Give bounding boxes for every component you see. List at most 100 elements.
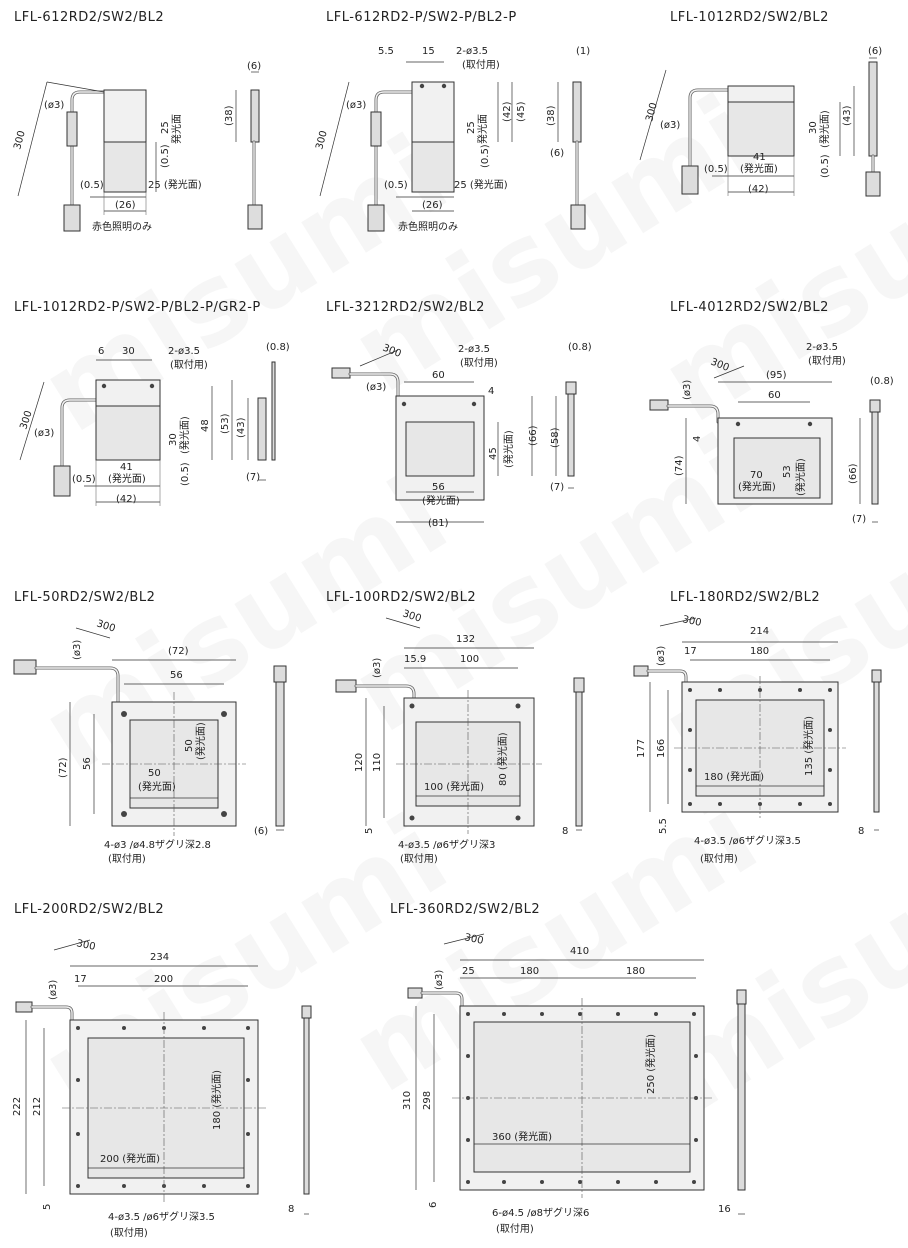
- drawing-lfl-612rd2-p: LFL-612RD2-P/SW2-P/BL2-P 5.5 15 2-ø3.5 (…: [302, 0, 612, 290]
- dim-label: 53: [782, 465, 793, 478]
- dim-label: (発光面): [502, 430, 515, 468]
- dim-label: (1): [576, 46, 590, 57]
- dim-label: (0.5): [160, 144, 171, 168]
- dim-label: (42): [748, 184, 769, 195]
- dim-label: (発光面): [738, 480, 776, 493]
- dim-label: 6: [428, 1202, 439, 1208]
- dim-label: (発光面): [108, 472, 146, 485]
- dim-label: 41: [120, 462, 133, 473]
- dim-label: (38): [224, 105, 235, 126]
- dim-label: 166: [656, 739, 667, 758]
- dim-label: (43): [236, 417, 247, 438]
- dim-label: (取付用): [462, 58, 500, 71]
- dim-label: 2-ø3.5: [456, 46, 488, 57]
- dim-label: 4-ø3.5 /ø6ザグリ深3: [398, 838, 495, 851]
- dim-label: 4-ø3 /ø4.8ザグリ深2.8: [104, 838, 211, 851]
- dim-label: (取付用): [496, 1222, 534, 1235]
- dim-label: (ø3): [366, 382, 386, 393]
- drawing-lfl-180rd2: LFL-180RD2/SW2/BL2 300 214 (ø3) 17 180 1…: [610, 580, 908, 890]
- drawing-title: LFL-180RD2/SW2/BL2: [670, 590, 821, 605]
- dim-label: 50: [148, 768, 161, 779]
- dim-label: 300: [18, 409, 34, 431]
- drawing-lfl-612rd2: LFL-612RD2/SW2/BL2 300 (ø3) 25 発光面 (38) …: [0, 0, 300, 290]
- drawing-svg: 300 234 (ø3) 17 200 222 212 180 (発光面) 20…: [12, 938, 312, 1239]
- dim-label: (42): [502, 101, 513, 122]
- dim-label: 4: [488, 386, 494, 397]
- dim-label: 310: [402, 1091, 413, 1110]
- dim-label: (発光面): [818, 110, 831, 148]
- dim-label: (0.5): [180, 462, 191, 486]
- dim-label: 2-ø3.5: [168, 346, 200, 357]
- dim-label: 100: [460, 654, 479, 665]
- drawing-lfl-1012rd2: LFL-1012RD2/SW2/BL2 (6) 300 (ø3) 30 (発光面…: [612, 0, 908, 290]
- dim-label: 120: [354, 753, 365, 772]
- dim-label: (74): [674, 455, 685, 476]
- dim-label: (6): [247, 61, 261, 72]
- dim-label: 25: [466, 121, 477, 134]
- dim-label: 298: [422, 1091, 433, 1110]
- dim-label: 180 (発光面): [210, 1070, 223, 1130]
- dim-label: 300: [12, 129, 28, 150]
- dim-label: 6: [98, 346, 104, 357]
- dim-label: 250 (発光面): [644, 1034, 657, 1094]
- dim-label: 212: [32, 1097, 43, 1116]
- drawing-title: LFL-100RD2/SW2/BL2: [326, 590, 477, 605]
- dim-label: (0.5): [480, 144, 491, 168]
- dim-label: (発光面): [794, 458, 807, 496]
- drawing-svg: 6 30 2-ø3.5 (取付用) (0.8) 300 (ø3) 30 (発光面…: [18, 342, 290, 506]
- drawing-title: LFL-200RD2/SW2/BL2: [14, 902, 165, 917]
- dim-label: (ø3): [682, 380, 693, 400]
- dim-label: 100 (発光面): [424, 780, 484, 793]
- dim-label: 200: [154, 974, 173, 985]
- dim-label: (72): [168, 646, 189, 657]
- dim-label: 4: [692, 436, 703, 442]
- drawing-svg: 300 132 (ø3) 15.9 100 120 110 80 (発光面) 1…: [335, 608, 585, 865]
- drawing-lfl-100rd2: LFL-100RD2/SW2/BL2 300 132 (ø3) 15.9 100…: [300, 580, 610, 890]
- dim-label: (66): [848, 463, 859, 484]
- dim-label: (58): [550, 427, 561, 448]
- dim-label: (0.5): [80, 180, 104, 191]
- dim-label: 234: [150, 952, 169, 963]
- dim-label: (66): [528, 425, 539, 446]
- dim-label: 300: [644, 101, 660, 122]
- drawing-svg: 300 214 (ø3) 17 180 177 166 135 (発光面) 18…: [633, 614, 882, 865]
- dim-label: 16: [718, 1204, 731, 1215]
- dim-label: 6-ø4.5 /ø8ザグリ深6: [492, 1206, 589, 1219]
- drawing-svg: (6) 300 (ø3) 30 (発光面) (43) 41 (発光面) (0.5…: [639, 46, 882, 197]
- dim-label: 45: [488, 447, 499, 460]
- drawing-title: LFL-3212RD2/SW2/BL2: [326, 300, 485, 315]
- dim-label: 赤色照明のみ: [92, 220, 152, 233]
- drawing-title: LFL-1012RD2/SW2/BL2: [670, 10, 829, 25]
- dim-label: 17: [74, 974, 87, 985]
- dim-label: 8: [288, 1204, 294, 1215]
- dim-label: 110: [372, 753, 383, 772]
- dim-label: (0.5): [820, 154, 831, 178]
- dim-label: 15: [422, 46, 435, 57]
- dim-label: 41: [753, 152, 766, 163]
- dim-label: (72): [58, 757, 69, 778]
- dim-label: (95): [766, 370, 787, 381]
- dim-label: 赤色照明のみ: [398, 220, 458, 233]
- dim-label: 8: [562, 826, 568, 837]
- dim-label: (81): [428, 518, 449, 529]
- dim-label: (43): [842, 105, 853, 126]
- dim-label: (0.5): [72, 474, 96, 485]
- dim-label: (53): [220, 413, 231, 434]
- dim-label: 300: [681, 614, 702, 629]
- dim-label: 25 (発光面): [454, 178, 508, 191]
- drawing-title: LFL-612RD2-P/SW2-P/BL2-P: [326, 10, 517, 25]
- dim-label: (0.8): [266, 342, 290, 353]
- dim-label: (26): [422, 200, 443, 211]
- dim-label: (発光面): [194, 722, 207, 760]
- dim-label: (6): [868, 46, 882, 57]
- dim-label: 30: [168, 433, 179, 446]
- dim-label: (6): [254, 826, 268, 837]
- dim-label: 5.5: [378, 46, 394, 57]
- dim-label: 30: [808, 121, 819, 134]
- drawing-svg: 300 2-ø3.5 (取付用) (95) (ø3) 60 (0.8) 4 (7…: [649, 342, 894, 525]
- drawing-svg: 300 (ø3) (72) 56 50 (発光面) (72) 56 50 (発光…: [13, 618, 287, 865]
- dim-label: 214: [750, 626, 769, 637]
- dim-label: (0.5): [704, 164, 728, 175]
- dim-label: (6): [550, 148, 564, 159]
- drawing-lfl-200rd2: LFL-200RD2/SW2/BL2 300 234 (ø3) 17 200 2…: [0, 890, 360, 1248]
